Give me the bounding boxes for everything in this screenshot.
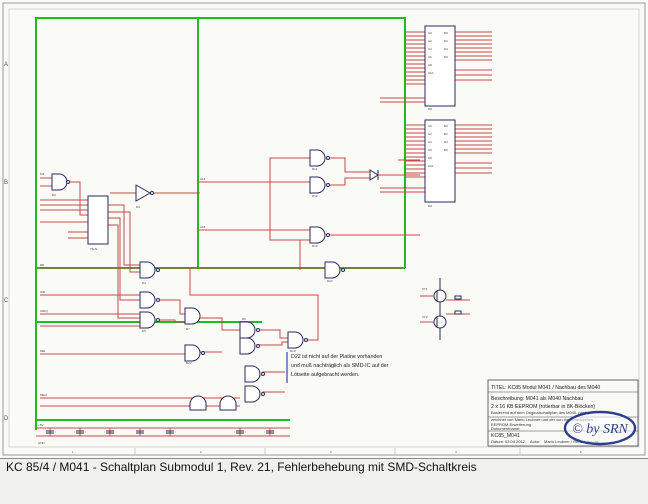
note-line: Lötseite aufgebracht werden. (291, 372, 359, 378)
bus-wires (380, 31, 492, 193)
svg-text:A10: A10 (428, 164, 434, 168)
svg-text:D10: D10 (290, 349, 296, 353)
svg-text:A2: A2 (428, 132, 432, 136)
title-block-desc: zeichnet von Mario Leubner und der von i… (491, 417, 593, 422)
title-block-date: 03.04.2012 (505, 439, 526, 444)
svg-text:D2: D2 (444, 39, 448, 43)
title-block-title: TITEL: KC85 Modul M041 / Nachbau des M04… (491, 385, 600, 391)
svg-text:MEO: MEO (40, 393, 48, 397)
column-number: 3 (330, 450, 332, 454)
title-block-filename: KC85_M041 (491, 433, 520, 439)
image-caption: KC 85/4 / M041 - Schaltplan Submodul 1, … (6, 460, 477, 474)
svg-text:A4: A4 (428, 47, 432, 51)
title-block-desc: 2 x 16 KB EEPROM (rotierbar in 8K-Blöcke… (491, 404, 595, 410)
column-ruler: 1 2 3 4 5 (72, 448, 582, 454)
srn-watermark: © by SRN (563, 410, 637, 446)
svg-text:A15: A15 (200, 225, 206, 229)
svg-text:A8: A8 (428, 156, 432, 160)
title-block-author: Mario Leubner / René Nitzsche (544, 439, 600, 444)
chip-d1: 74LS (87, 195, 109, 251)
svg-text:VT1: VT1 (422, 287, 428, 291)
svg-text:D6: D6 (444, 55, 448, 59)
svg-text:D3: D3 (136, 205, 140, 209)
title-block-desc: Basierend auf dem Originalschaltplan des… (491, 410, 594, 415)
row-letter: D (4, 416, 9, 422)
svg-text:D13: D13 (312, 244, 318, 248)
svg-text:D9: D9 (428, 204, 432, 208)
note-line: D22 ist nicht auf der Platine vorhanden (291, 354, 382, 360)
sheet-border (2, 2, 646, 456)
svg-text:D0: D0 (444, 31, 448, 35)
svg-text:D4: D4 (142, 281, 146, 285)
row-letter: C (4, 298, 9, 304)
svg-text:M1: M1 (40, 172, 44, 176)
logic-gates (51, 149, 345, 411)
svg-text:WR: WR (40, 290, 46, 294)
svg-text:D14: D14 (327, 279, 333, 283)
d22-note: D22 ist nicht auf der Platine vorhanden … (286, 352, 389, 383)
svg-text:A4: A4 (428, 140, 432, 144)
title-block-author-label: Autor: (530, 439, 541, 444)
svg-text:D12: D12 (312, 194, 318, 198)
sheet-inner-border (8, 8, 640, 448)
svg-text:D5: D5 (142, 329, 146, 333)
svg-text:A8: A8 (428, 63, 432, 67)
svg-text:D2: D2 (52, 193, 56, 197)
svg-text:A6: A6 (428, 148, 432, 152)
eeprom-lower: D9 (424, 119, 456, 208)
svg-text:A6: A6 (428, 55, 432, 59)
svg-text:74LS: 74LS (90, 247, 97, 251)
svg-text:GND: GND (38, 441, 46, 445)
svg-text:MEI: MEI (40, 349, 46, 353)
column-number: 1 (72, 450, 74, 454)
title-block-desc: Beschreibung: M041 als M040 Nachbau (491, 396, 583, 402)
svg-text:A0: A0 (428, 124, 432, 128)
column-number: 2 (200, 450, 202, 454)
row-ruler: A B C D (4, 62, 9, 422)
title-block-filename-label: Dokumentname: (491, 426, 520, 431)
signal-wires (36, 157, 420, 437)
component-labels: D2 D3 D4 D5 D7 D22 D6 D10 D11 D12 D13 D1… (38, 167, 428, 445)
row-letter: B (4, 180, 8, 186)
svg-text:A14: A14 (200, 177, 206, 181)
schematic-sheet: A B C D 1 2 3 4 5 (0, 2, 648, 459)
diode (369, 169, 398, 181)
svg-text:D4: D4 (444, 47, 448, 51)
svg-text:D22: D22 (186, 361, 192, 365)
svg-text:D6: D6 (444, 148, 448, 152)
transistors (420, 278, 470, 340)
row-letter: A (4, 62, 8, 68)
title-block-date-label: Datum: (491, 439, 504, 444)
note-line: und muß nachträglich als SMD-IC auf der (291, 363, 389, 369)
schematic-drawing: A B C D 1 2 3 4 5 (2, 2, 646, 456)
svg-text:VT2: VT2 (422, 315, 428, 319)
title-block-desc: EEPROM-Erweiterung. (491, 422, 532, 427)
svg-text:A0: A0 (428, 31, 432, 35)
svg-text:+5V: +5V (38, 423, 43, 427)
column-number: 4 (455, 450, 457, 454)
svg-text:D2: D2 (444, 132, 448, 136)
svg-text:A2: A2 (428, 39, 432, 43)
svg-text:A10: A10 (428, 71, 434, 75)
column-number: 5 (580, 450, 582, 454)
svg-text:D4: D4 (444, 140, 448, 144)
watermark-text: © by SRN (572, 422, 628, 437)
svg-text:D11: D11 (312, 167, 318, 171)
eeprom-upper: D8 (424, 25, 456, 111)
svg-text:IORQ: IORQ (40, 309, 48, 313)
svg-text:D6: D6 (242, 317, 246, 321)
capacitors (46, 430, 274, 434)
svg-text:D7: D7 (186, 327, 190, 331)
svg-text:D8: D8 (428, 107, 432, 111)
svg-text:D0: D0 (444, 124, 448, 128)
svg-text:RD: RD (40, 263, 45, 267)
